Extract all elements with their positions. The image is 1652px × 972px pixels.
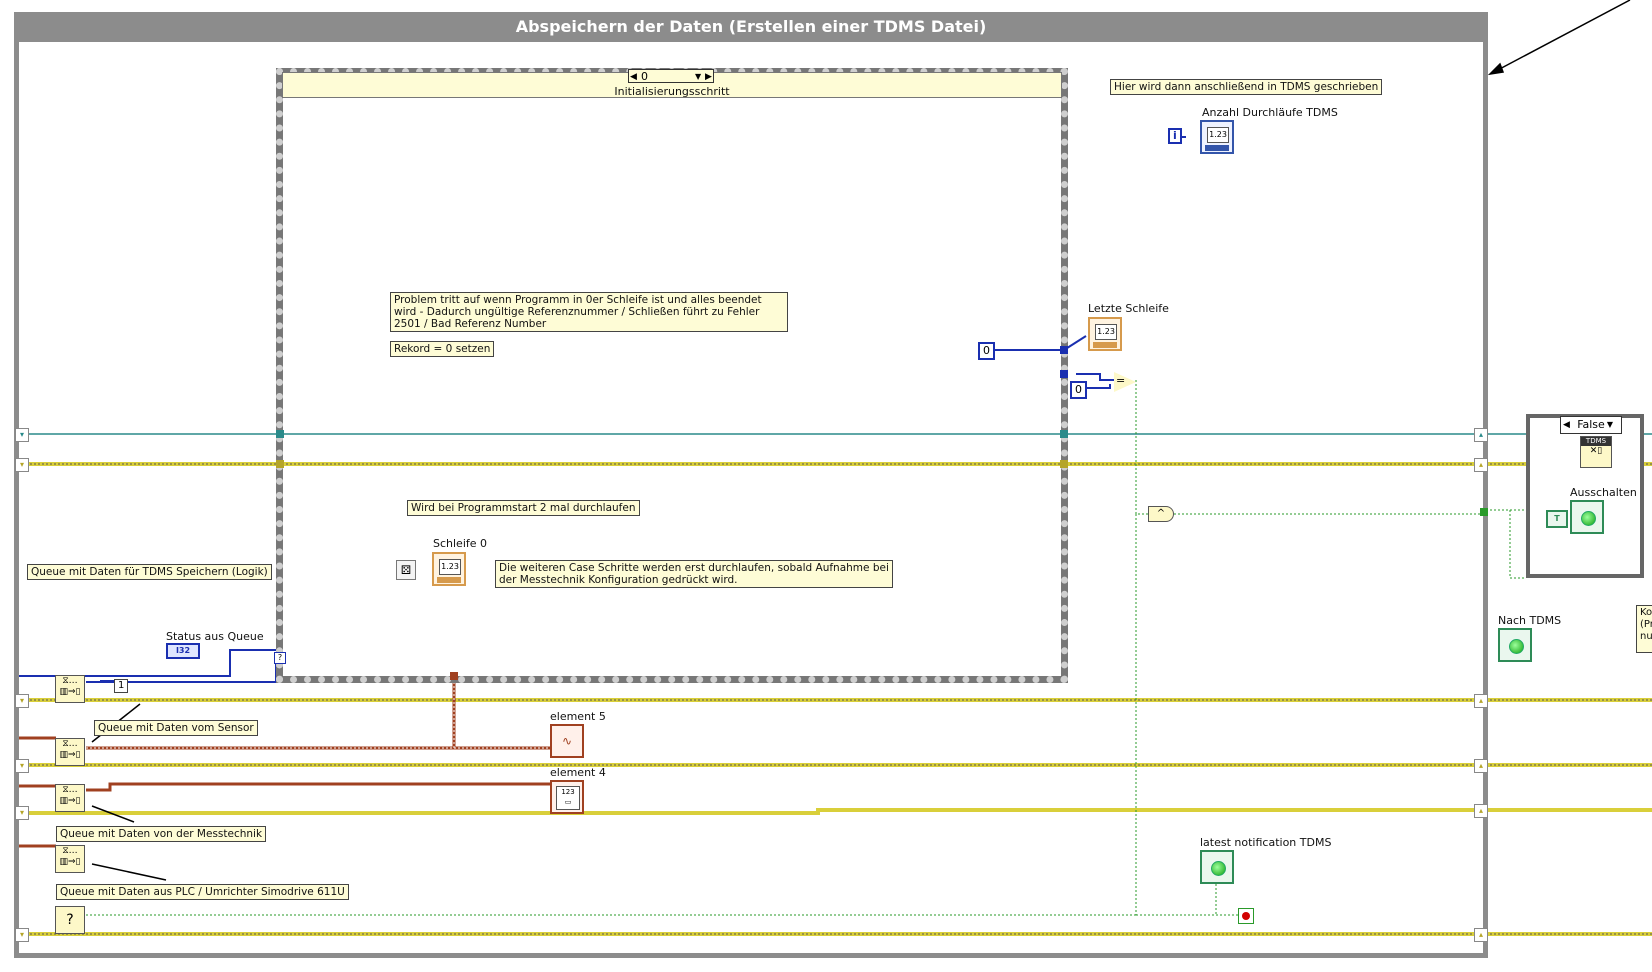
notifier-status-node[interactable]: ?	[55, 906, 85, 934]
dequeue-element-node[interactable]: ⧖…▥⇒▯	[55, 784, 85, 812]
tunnel	[450, 672, 458, 680]
case-name: Initialisierungsschritt	[614, 85, 730, 98]
boolean-led-icon	[1509, 639, 1524, 654]
indicator-ausschalten[interactable]	[1570, 500, 1604, 534]
tunnel	[1480, 508, 1488, 516]
dequeue-element-node[interactable]: ⧖…▥⇒▯	[55, 845, 85, 873]
indicator-schleife0[interactable]: 1.23	[432, 552, 466, 586]
shift-register-right: ▴	[1474, 458, 1488, 472]
equal-symbol: =	[1116, 374, 1126, 387]
shift-register-left: ▾	[15, 694, 29, 708]
decrement-arrow-icon[interactable]: ◀	[630, 72, 637, 82]
dequeue-element-icon: ⧖…▥⇒▯	[59, 739, 81, 760]
label-latest: latest notification TDMS	[1200, 836, 1332, 849]
boolean-led-icon	[1581, 511, 1596, 526]
note-queue-logik: Queue mit Daten für TDMS Speichern (Logi…	[27, 564, 272, 580]
case-selector-terminal: ?	[274, 652, 286, 664]
waveform-icon: ∿	[561, 734, 573, 748]
increment-arrow-icon[interactable]: ▶	[705, 72, 712, 82]
label-ausschalten: Ausschalten	[1570, 486, 1637, 499]
case-selector-value: False	[1577, 418, 1605, 431]
array-icon: 123▭	[556, 786, 580, 810]
shift-register-right: ▴	[1474, 428, 1488, 442]
shift-register-right: ▴	[1474, 928, 1488, 942]
iteration-terminal: i	[1168, 128, 1182, 144]
tdms-close-icon[interactable]: TDMS✕▯	[1580, 436, 1612, 468]
indicator-latest[interactable]	[1200, 850, 1234, 884]
shift-register-left: ▾	[15, 458, 29, 472]
note-queue-plc: Queue mit Daten aus PLC / Umrichter Simo…	[56, 884, 349, 900]
note-cut-off: Ko (Pr nu	[1636, 605, 1652, 653]
tunnel	[1060, 460, 1068, 468]
numeric-indicator-icon: 1.23	[439, 559, 461, 575]
tunnel	[1060, 370, 1068, 378]
case-selector-dropdown[interactable]: ◀ 0 ▼ ▶	[628, 69, 714, 83]
label-element4: element 4	[550, 766, 606, 779]
label-letzte: Letzte Schleife	[1088, 302, 1169, 315]
and-node-icon: ^	[1148, 506, 1174, 522]
label-nach-tdms: Nach TDMS	[1498, 614, 1562, 627]
note-weitere: Die weiteren Case Schritte werden erst d…	[495, 560, 893, 588]
label-element5: element 5	[550, 710, 606, 723]
dequeue-element-icon: ⧖…▥⇒▯	[59, 846, 81, 867]
const-zero-a[interactable]: 0	[978, 342, 995, 360]
chevron-down-icon[interactable]: ▼	[1606, 420, 1613, 429]
dequeue-element-node[interactable]: ⧖…▥⇒▯	[55, 738, 85, 766]
numeric-indicator-icon: 1.23	[1207, 127, 1229, 143]
indicator-element4[interactable]: 123▭	[550, 780, 584, 814]
boolean-led-icon	[1211, 861, 1226, 876]
while-loop-frame	[14, 12, 1488, 958]
dequeue-element-icon: ⧖…▥⇒▯	[59, 676, 81, 697]
note-queue-sensor: Queue mit Daten vom Sensor	[94, 720, 258, 736]
note-programmstart: Wird bei Programmstart 2 mal durchlaufen	[407, 500, 640, 516]
equal-node-icon	[1114, 372, 1136, 392]
shift-register-left: ▾	[15, 428, 29, 442]
tunnel	[1060, 346, 1068, 354]
tunnel	[1060, 430, 1068, 438]
label-anzahl: Anzahl Durchläufe TDMS	[1202, 106, 1338, 119]
case-selector-value: 0	[641, 70, 648, 83]
shift-register-right: ▴	[1474, 759, 1488, 773]
tunnel	[276, 430, 284, 438]
const-zero-b[interactable]: 0	[1070, 381, 1087, 399]
const-true[interactable]: T	[1546, 510, 1568, 528]
case-selector-dropdown[interactable]: ◀ False ▼	[1560, 416, 1622, 434]
shift-register-left: ▾	[15, 928, 29, 942]
case-structure	[276, 68, 1068, 683]
shift-register-right: ▴	[1474, 804, 1488, 818]
chevron-down-icon[interactable]: ▼	[695, 72, 702, 81]
question-icon: ?	[66, 912, 74, 928]
note-queue-messtechnik: Queue mit Daten von der Messtechnik	[56, 826, 267, 842]
tunnel	[276, 460, 284, 468]
dequeue-element-icon: ⧖…▥⇒▯	[59, 785, 81, 806]
label-status: Status aus Queue	[166, 630, 264, 643]
dice-icon: ⚄	[396, 560, 416, 580]
note-tdms-write: Hier wird dann anschließend in TDMS gesc…	[1110, 79, 1383, 95]
note-problem: Problem tritt auf wenn Programm in 0er S…	[390, 292, 788, 332]
label-schleife0: Schleife 0	[433, 537, 488, 550]
const-one[interactable]: 1	[114, 679, 129, 693]
shift-register-right: ▴	[1474, 694, 1488, 708]
indicator-nach-tdms[interactable]	[1498, 628, 1532, 662]
tdms-header: TDMS	[1581, 437, 1611, 446]
indicator-element5[interactable]: ∿	[550, 724, 584, 758]
status-i32-indicator[interactable]: I32	[166, 643, 200, 659]
shift-register-left: ▾	[15, 806, 29, 820]
loop-title: Abspeichern der Daten (Erstellen einer T…	[14, 12, 1488, 42]
numeric-indicator-icon: 1.23	[1095, 324, 1117, 340]
shift-register-left: ▾	[15, 759, 29, 773]
indicator-anzahl[interactable]: 1.23	[1200, 120, 1234, 154]
stop-icon[interactable]	[1238, 908, 1254, 924]
note-rekord: Rekord = 0 setzen	[390, 341, 495, 357]
decrement-arrow-icon[interactable]: ◀	[1563, 420, 1570, 430]
stop-dot	[1242, 912, 1250, 920]
indicator-letzte[interactable]: 1.23	[1088, 317, 1122, 351]
dequeue-element-node[interactable]: ⧖…▥⇒▯	[55, 675, 85, 703]
